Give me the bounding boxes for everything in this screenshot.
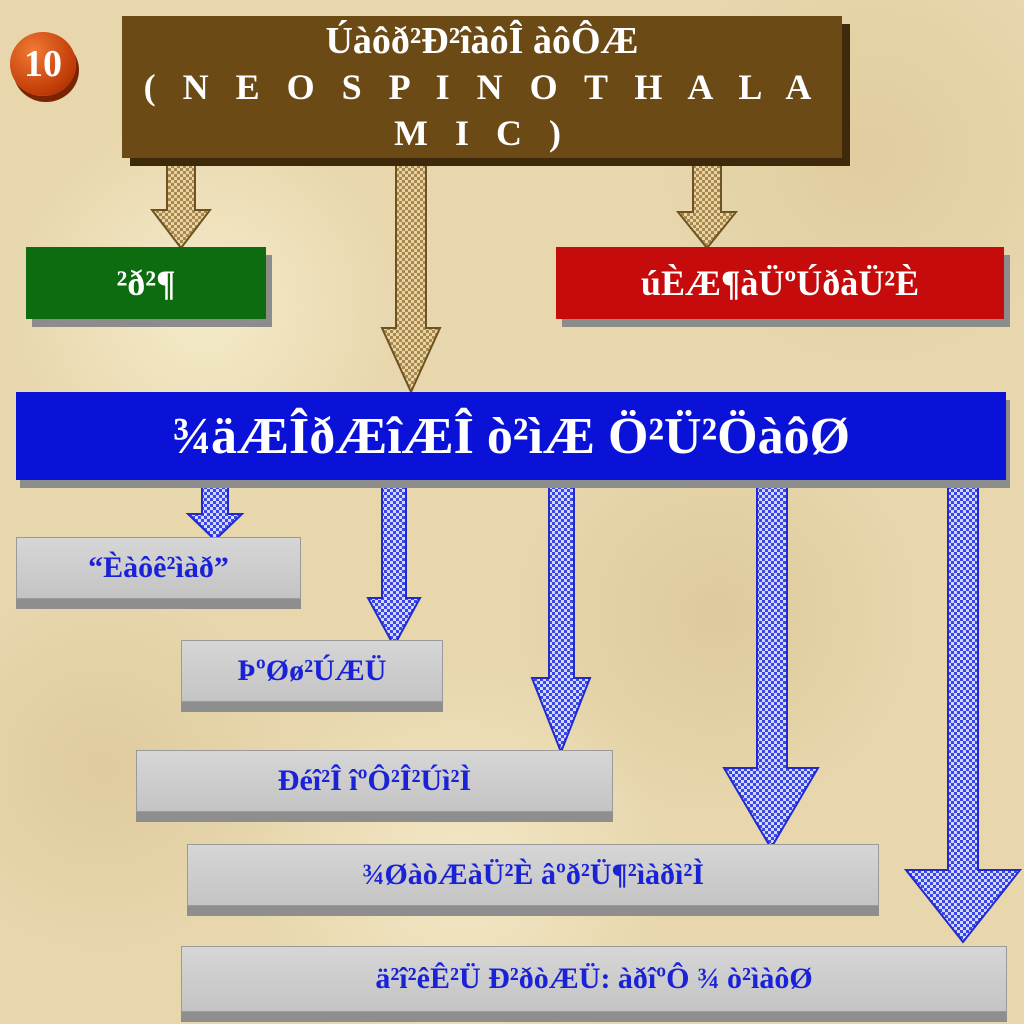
item-box-1: “Èàôê²ìàð” xyxy=(16,537,301,599)
item-box-3: Ðéî²Î îºÔ²Î²Úì²Ì xyxy=(136,750,613,812)
title-box: Úàôð²Ð²îàôÎ àôÔÆ ( N E O S P I N O T H A… xyxy=(122,16,842,158)
slide-number: 10 xyxy=(24,43,62,85)
arrow-to-item-5 xyxy=(903,479,1023,944)
slide-number-badge: 10 xyxy=(10,32,76,96)
main-bar: ¾äÆÎðÆîÆÎ ò²ìÆ Ö²Ü²ÖàôØ xyxy=(16,392,1006,480)
arrow-to-main-bar xyxy=(380,157,442,395)
left-branch-box: ²ð²¶ xyxy=(26,247,266,319)
item-box-2: ÞºØø²ÚÆÜ xyxy=(181,640,443,702)
arrow-to-item-3 xyxy=(530,479,592,755)
item-label-3: Ðéî²Î îºÔ²Î²Úì²Ì xyxy=(277,764,472,797)
left-branch-label: ²ð²¶ xyxy=(116,263,176,303)
item-box-4: ¾ØàòÆàÜ²È âºð²Ü¶²ìàðì²Ì xyxy=(187,844,879,906)
arrow-to-item-4 xyxy=(722,479,820,850)
arrow-to-item-2 xyxy=(366,479,422,649)
arrow-to-right-branch xyxy=(675,157,739,250)
item-label-5: ä²î²êÊ²Ü Ð²ðòÆÜ: àðîºÔ ¾ ò²ìàôØ xyxy=(375,962,813,995)
right-branch-label: úÈÆ¶àÜºÚðàÜ²È xyxy=(640,263,920,303)
arrow-to-item-1 xyxy=(185,479,245,542)
title-line-2: ( N E O S P I N O T H A L A M I C ) xyxy=(143,67,821,153)
item-label-2: ÞºØø²ÚÆÜ xyxy=(237,654,387,687)
right-branch-box: úÈÆ¶àÜºÚðàÜ²È xyxy=(556,247,1004,319)
item-box-5: ä²î²êÊ²Ü Ð²ðòÆÜ: àðîºÔ ¾ ò²ìàôØ xyxy=(181,946,1007,1012)
main-bar-label: ¾äÆÎðÆîÆÎ ò²ìÆ Ö²Ü²ÖàôØ xyxy=(171,407,851,465)
arrow-to-left-branch xyxy=(149,157,213,250)
item-label-1: “Èàôê²ìàð” xyxy=(88,551,229,584)
title-line-1: Úàôð²Ð²îàôÎ àôÔÆ xyxy=(325,20,639,62)
item-label-4: ¾ØàòÆàÜ²È âºð²Ü¶²ìàðì²Ì xyxy=(361,858,705,891)
